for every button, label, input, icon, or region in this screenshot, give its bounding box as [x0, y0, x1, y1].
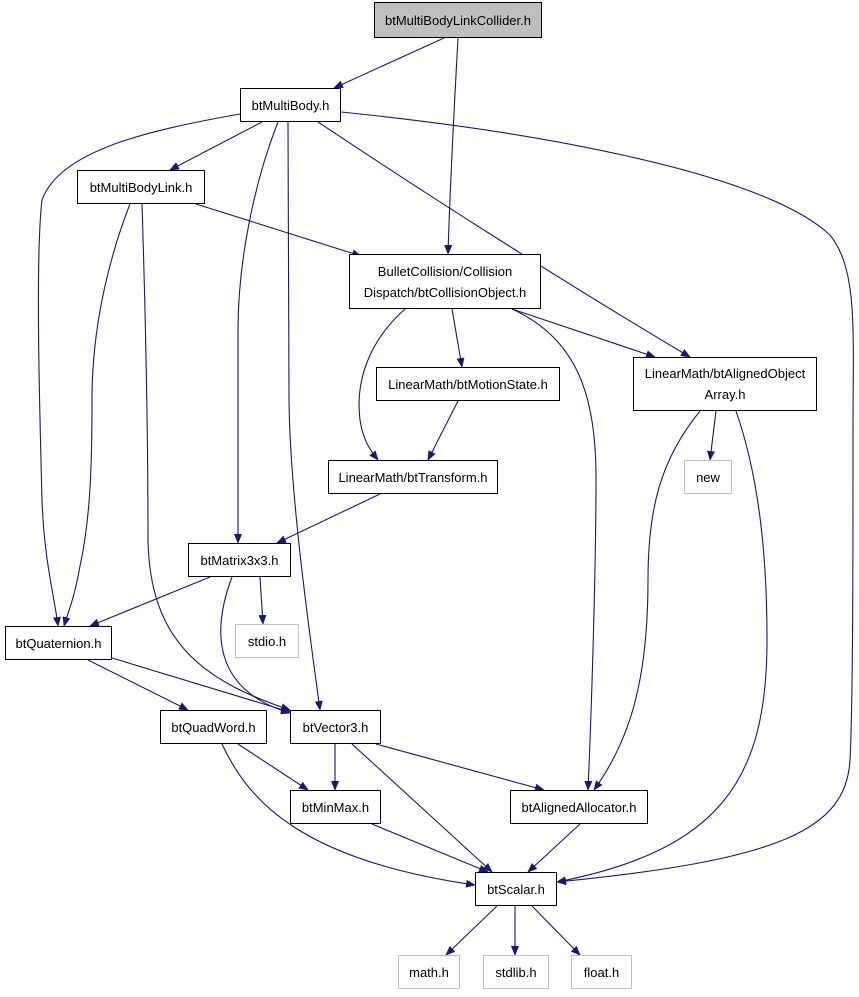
edge-btQuadWord-to-btScalar — [221, 743, 476, 888]
edge-btCollisionObject-to-btAlignedObjectArray — [511, 308, 656, 358]
node-label-line2: Dispatch/btCollisionObject.h — [363, 284, 527, 300]
edge-btMultiBodyLink-to-btVector3 — [141, 203, 291, 711]
node-label: LinearMath/btTransform.h — [338, 469, 488, 485]
node-btAlignedObjectArray[interactable]: LinearMath/btAlignedObject Array.h — [633, 357, 817, 411]
node-label: btMultiBodyLink.h — [89, 179, 193, 195]
edge-btCollisionObject-to-btAlignedAllocator — [511, 308, 597, 791]
edge-btMinMax-to-btScalar — [371, 823, 489, 873]
edge-btScalar-to-float — [531, 905, 581, 956]
edge-btMatrix3x3-to-btVector3 — [220, 576, 291, 715]
node-float: float.h — [571, 955, 632, 989]
edge-btQuaternion-to-btQuadWord — [87, 659, 189, 711]
edge-btMultiBody-to-btAlignedObjectArray — [317, 121, 691, 358]
edge-btMatrix3x3-to-btQuaternion — [89, 576, 211, 627]
node-label: btMinMax.h — [301, 799, 370, 815]
edge-btMultiBodyLinkCollider-to-btCollisionObject — [444, 37, 459, 255]
node-btMinMax[interactable]: btMinMax.h — [290, 790, 381, 824]
node-label: btQuaternion.h — [15, 635, 102, 651]
node-label-line1: BulletCollision/Collision — [377, 263, 513, 279]
node-btScalar[interactable]: btScalar.h — [475, 872, 557, 906]
edge-btQuadWord-to-btMinMax — [237, 743, 309, 791]
edge-btAlignedObjectArray-to-btAlignedAllocator — [593, 410, 701, 791]
edge-btMultiBody-to-btScalar — [340, 111, 854, 886]
node-label: btMatrix3x3.h — [200, 552, 279, 568]
node-btVector3[interactable]: btVector3.h — [290, 710, 381, 744]
edge-btMatrix3x3-to-stdio — [258, 576, 267, 625]
edge-btMultiBodyLink-to-btCollisionObject — [195, 203, 362, 258]
edge-btMultiBody-to-btQuaternion — [37, 113, 241, 627]
node-btQuadWord[interactable]: btQuadWord.h — [160, 710, 267, 744]
edge-btVector3-to-btScalar — [351, 743, 493, 873]
node-btMatrix3x3[interactable]: btMatrix3x3.h — [188, 543, 291, 577]
node-label: btMultiBodyLinkCollider.h — [385, 12, 531, 28]
node-label: math.h — [409, 964, 449, 980]
node-label: btScalar.h — [487, 881, 545, 897]
node-btMotionState[interactable]: LinearMath/btMotionState.h — [376, 367, 560, 401]
node-btMultiBodyLink[interactable]: btMultiBodyLink.h — [77, 170, 205, 204]
node-label: btMultiBody.h — [251, 97, 330, 113]
node-stdio: stdio.h — [235, 624, 299, 658]
edge-btMotionState-to-btTransform — [427, 400, 459, 461]
edge-btTransform-to-btMatrix3x3 — [276, 493, 381, 544]
edge-btMultiBody-to-btMultiBodyLink — [169, 121, 263, 171]
edge-btCollisionObject-to-btTransform — [358, 308, 406, 461]
node-label: LinearMath/btMotionState.h — [388, 376, 548, 392]
node-label: float.h — [583, 964, 620, 980]
node-btCollisionObject[interactable]: BulletCollision/Collision Dispatch/btCol… — [349, 254, 541, 309]
node-label: btAlignedAllocator.h — [521, 799, 637, 815]
edge-layer — [37, 37, 854, 956]
edge-btMultiBody-to-btVector3 — [287, 121, 323, 711]
node-btTransform[interactable]: LinearMath/btTransform.h — [328, 460, 498, 494]
edge-btAlignedAllocator-to-btScalar — [527, 823, 581, 873]
node-label: new — [696, 469, 720, 485]
node-math: math.h — [398, 955, 460, 989]
edge-btVector3-to-btAlignedAllocator — [375, 743, 545, 792]
node-btMultiBody[interactable]: btMultiBody.h — [240, 88, 341, 122]
node-btMultiBodyLinkCollider: btMultiBodyLinkCollider.h — [374, 2, 542, 38]
edge-btAlignedObjectArray-to-btScalar — [556, 410, 768, 885]
node-label: btQuadWord.h — [171, 719, 256, 735]
node-btAlignedAllocator[interactable]: btAlignedAllocator.h — [510, 790, 648, 824]
node-label: stdio.h — [247, 633, 287, 649]
edge-btCollisionObject-to-btMotionState — [451, 308, 465, 368]
node-new: new — [684, 460, 732, 494]
edge-btAlignedObjectArray-to-new — [707, 410, 717, 461]
edge-btScalar-to-math — [445, 905, 498, 956]
edge-btMultiBody-to-btMatrix3x3 — [234, 121, 279, 544]
node-label-line2: Array.h — [704, 387, 746, 402]
node-label: stdlib.h — [495, 964, 537, 980]
node-label-line1: LinearMath/btAlignedObject — [644, 366, 806, 381]
edge-btQuaternion-to-btVector3 — [111, 657, 291, 714]
node-btQuaternion[interactable]: btQuaternion.h — [5, 626, 112, 660]
edge-btMultiBodyLink-to-btQuaternion — [62, 203, 131, 627]
edge-btMultiBodyLinkCollider-to-btMultiBody — [333, 37, 445, 89]
node-stdlib: stdlib.h — [483, 955, 549, 989]
node-label: btVector3.h — [302, 719, 369, 735]
